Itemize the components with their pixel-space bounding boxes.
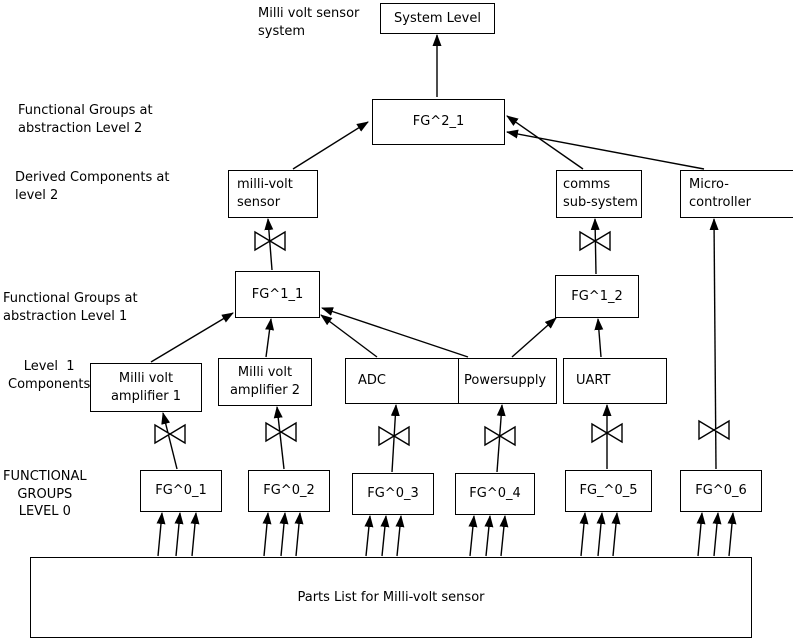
bowtie-icon <box>484 425 516 447</box>
arrow-amp2-to-fg1-1 <box>265 318 275 358</box>
arrow-parts-to-fg0-2 <box>262 512 272 557</box>
node-fg0-1: FG^0_1 <box>140 470 222 512</box>
arrow-parts-to-fg0-5 <box>596 512 606 557</box>
arrow-micro-to-fg2 <box>506 129 705 170</box>
arrow-parts-to-fg0-4 <box>499 515 509 557</box>
arrow-fg0-1-to-amp1 <box>161 412 178 470</box>
arrow-fg0-2-to-amp2 <box>273 406 285 470</box>
node-milli-volt-sensor: milli-volt sensor <box>228 170 318 218</box>
arrow-sensor-to-fg2 <box>292 121 369 170</box>
arrow-comms-to-fg2 <box>506 115 584 170</box>
node-fg0-5: FG_^0_5 <box>565 470 652 512</box>
node-fg0-3: FG^0_3 <box>352 473 434 515</box>
arrow-parts-to-fg0-5 <box>611 512 621 557</box>
arrow-parts-to-fg0-2 <box>279 512 289 557</box>
node-parts-list: Parts List for Milli-volt sensor <box>30 557 752 638</box>
node-uart: UART <box>563 358 667 404</box>
node-milli-volt-amplifier-2: Milli volt amplifier 2 <box>218 358 312 406</box>
arrow-fg1-2-to-comms <box>590 218 600 275</box>
arrow-uart-to-fg1-2 <box>594 318 604 358</box>
node-fg0-6: FG^0_6 <box>680 470 762 512</box>
arrow-power-to-fg1-2 <box>511 317 557 358</box>
arrow-fg0-6-to-micro <box>709 218 719 470</box>
arrow-parts-to-fg0-6 <box>712 512 722 557</box>
bowtie-icon <box>698 419 730 441</box>
node-fg1-2: FG^1_2 <box>555 275 639 318</box>
system-title-label: Milli volt sensor system <box>258 6 360 39</box>
arrow-amp1-to-fg1-1 <box>150 312 234 363</box>
fg-level1-label: Functional Groups at abstraction Level 1 <box>3 291 138 324</box>
arrow-parts-to-fg0-3 <box>364 515 374 557</box>
arrows <box>150 34 737 557</box>
level1-components-label: Level 1 Components <box>8 359 91 392</box>
arrow-parts-to-fg0-1 <box>190 512 200 557</box>
derived-level2-label: Derived Components at level 2 <box>15 170 170 203</box>
arrow-parts-to-fg0-4 <box>484 515 494 557</box>
arrow-parts-to-fg0-2 <box>294 512 304 557</box>
arrow-fg0-3-to-adc <box>390 404 400 473</box>
bowtie-icon <box>579 230 611 252</box>
node-fg0-4: FG^0_4 <box>455 473 535 515</box>
arrow-parts-to-fg0-5 <box>579 512 589 557</box>
arrow-parts-to-fg0-1 <box>156 512 166 557</box>
bowtie-icon <box>265 421 297 443</box>
bowtie-icon <box>154 423 186 445</box>
node-fg2-1: FG^2_1 <box>372 99 505 145</box>
node-system-level: System Level <box>380 3 495 34</box>
arrow-power-to-fg1-1 <box>321 307 469 358</box>
arrow-adc-to-fg1-1 <box>320 314 378 358</box>
arrow-parts-to-fg0-6 <box>696 512 706 557</box>
bowtie-icon <box>378 425 410 447</box>
arrow-parts-to-fg0-3 <box>395 515 405 557</box>
node-powersupply: Powersupply <box>458 358 557 404</box>
node-fg0-2: FG^0_2 <box>248 470 330 512</box>
arrow-parts-to-fg0-6 <box>727 512 737 557</box>
node-milli-volt-amplifier-1: Milli volt amplifier 1 <box>90 363 202 412</box>
node-comms-sub-system: comms sub-system <box>556 170 642 218</box>
arrow-fg0-4-to-power <box>496 404 506 473</box>
arrow-fg1-1-to-sensor <box>264 218 274 271</box>
node-adc: ADC <box>345 358 464 404</box>
fg-level2-label: Functional Groups at abstraction Level 2 <box>18 103 153 136</box>
bowtie-icons <box>154 230 730 447</box>
arrow-parts-to-fg0-1 <box>174 512 184 557</box>
node-fg1-1: FG^1_1 <box>235 271 320 318</box>
arrow-parts-to-fg0-4 <box>468 515 478 557</box>
bowtie-icon <box>591 422 623 444</box>
bowtie-icon <box>254 230 286 252</box>
arrow-parts-to-fg0-3 <box>380 515 390 557</box>
node-micro-controller: Micro- controller <box>680 170 793 218</box>
fg-level0-label: FUNCTIONAL GROUPS LEVEL 0 <box>3 469 87 520</box>
